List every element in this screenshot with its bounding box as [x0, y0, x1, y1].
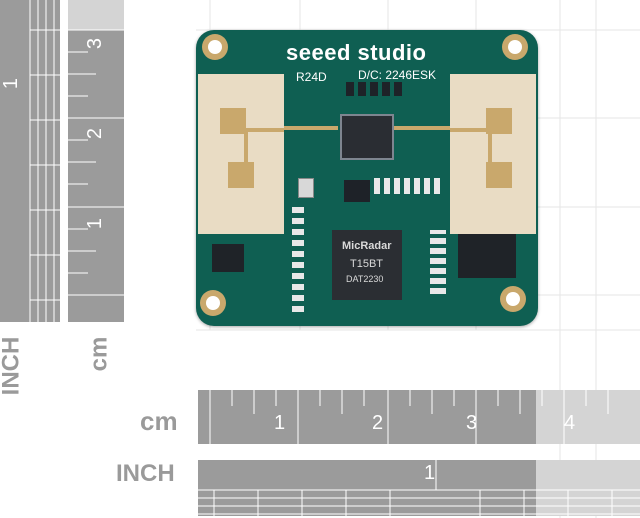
vertical-cm-unit-label: cm [85, 336, 113, 372]
horizontal-cm-ruler: 1 2 3 4 [198, 390, 640, 444]
led-component [298, 178, 314, 198]
vertical-cm-tick-3: 3 [84, 37, 107, 50]
antenna-patch [228, 162, 254, 188]
pin-header [292, 206, 304, 312]
chip-brand-marking: MicRadar [342, 240, 392, 252]
component-array [430, 230, 446, 294]
horizontal-cm-unit-label: cm [140, 406, 178, 436]
component-array [374, 178, 444, 194]
feed-line-right [394, 126, 450, 130]
horizontal-inch-tick-1: 1 [424, 462, 436, 484]
mounting-hole-bottom-left [200, 290, 226, 316]
model-silkscreen: R24D [296, 70, 327, 84]
chip-lot-marking: DAT2230 [346, 274, 384, 284]
horizontal-cm-tick-3: 3 [466, 412, 478, 434]
vertical-cm-ruler: 3 2 1 [68, 0, 124, 322]
radar-rf-chip [340, 114, 394, 160]
vertical-cm-tick-2: 2 [84, 127, 107, 140]
right-antenna-area [450, 74, 536, 234]
antenna-patch [486, 162, 512, 188]
vertical-inch-unit-label: INCH [0, 336, 25, 396]
mounting-hole-top-right [502, 34, 528, 60]
chip-model-marking: T15BT [350, 258, 384, 270]
antenna-patch [220, 108, 246, 134]
main-mcu-chip: MicRadar T15BT DAT2230 [332, 230, 402, 300]
vertical-inch-ruler: 1 [0, 0, 60, 322]
component-array [346, 82, 406, 96]
vertical-inch-tick-1: 1 [0, 77, 23, 90]
left-antenna-area [198, 74, 284, 234]
horizontal-inch-unit-label: INCH [116, 460, 175, 487]
mounting-hole-top-left [202, 34, 228, 60]
horizontal-cm-tick-1: 1 [274, 412, 286, 434]
regulator-chip [212, 244, 244, 272]
vertical-cm-tick-1: 1 [84, 217, 107, 230]
horizontal-cm-tick-2: 2 [372, 412, 384, 434]
horizontal-cm-tick-4: 4 [564, 412, 576, 434]
flash-chip [458, 234, 516, 278]
date-code-silkscreen: D/C: 2246ESK [358, 68, 437, 82]
feed-line-left [284, 126, 338, 130]
radar-module-board: seeed studio R24D D/C: 2246ESK MicRadar … [196, 30, 538, 326]
horizontal-inch-ruler: 1 [198, 460, 640, 516]
antenna-patch [486, 108, 512, 134]
mounting-hole-bottom-right [500, 286, 526, 312]
small-chip [344, 180, 370, 202]
brand-silkscreen: seeed studio [286, 40, 427, 65]
